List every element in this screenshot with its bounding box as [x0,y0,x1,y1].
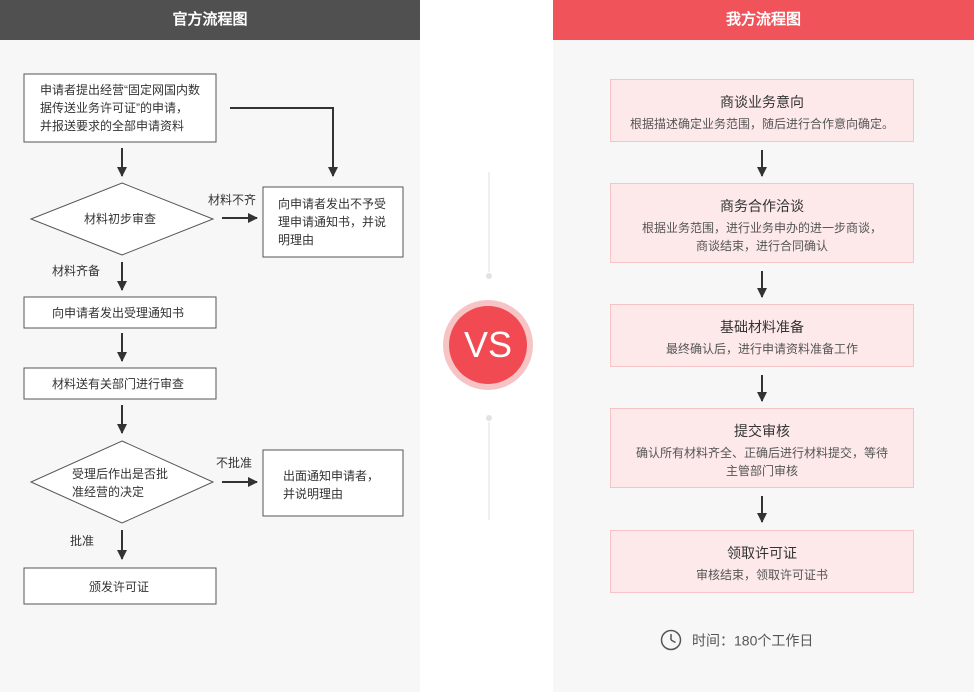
duration-text: 时间：180个工作日 [692,632,814,649]
review-text: 材料初步审查 [84,212,157,226]
step-card-1: 商谈业务意向 根据描述确定业务范围，随后进行合作意向确定。 [610,79,914,142]
reject-box [262,186,404,258]
apply-box [23,73,217,143]
decision-text: 受理后作出是否批 准经营的决定 [72,467,169,499]
step-title: 提交审核 [734,423,790,439]
vs-text: VS [449,306,527,384]
apply-text: 申请者提出经营“固定网国内数 据传送业务许可证”的申请， 并报送要求的全部申请资… [40,83,200,133]
vs-badge: VS [443,300,533,390]
step-card-2: 商务合作洽谈 根据业务范围，进行业务申办的进一步商谈， 商谈结束，进行合同确认 [610,183,914,263]
duration-info: 时间：180个工作日 [660,626,813,652]
our-flowchart-title: 我方流程图 [553,0,974,40]
notify-box [262,449,404,517]
issue-text: 颁发许可证 [89,580,150,594]
step-title: 领取许可证 [727,545,797,561]
approved-label: 批准 [70,534,95,548]
notify-text: 出面通知申请者， 并说明理由 [283,469,380,501]
step-desc: 审核结束，领取许可证书 [695,568,828,582]
accept-text: 向申请者发出受理通知书 [52,306,185,320]
official-flowchart-diagram [23,73,404,605]
official-flowchart-panel: 官方流程图 申请者提出经营“固定网国内数 [0,0,420,692]
step-title: 商务合作洽谈 [720,198,804,214]
dept-text: 材料送有关部门进行审查 [52,377,185,391]
step-desc: 确认所有材料齐全、正确后进行材料提交，等待 主管部门审核 [635,446,888,478]
decision-diamond [29,440,215,524]
step-title: 基础材料准备 [720,319,804,335]
not-approved-label: 不批准 [216,456,253,470]
step-card-3: 基础材料准备 最终确认后，进行申请资料准备工作 [610,304,914,367]
incomplete-label: 材料不齐 [208,193,257,207]
arrow-apply-reject [230,107,338,177]
clock-icon [660,630,682,651]
dept-box [23,367,217,400]
step-card-5: 领取许可证 审核结束，领取许可证书 [610,530,914,593]
step-title: 商谈业务意向 [720,94,804,110]
step-desc: 根据描述确定业务范围，随后进行合作意向确定。 [629,117,894,131]
complete-label: 材料齐备 [52,264,101,278]
official-flowchart-title: 官方流程图 [0,0,420,40]
accept-box [23,296,217,329]
issue-box [23,567,217,605]
step-desc: 根据业务范围，进行业务申办的进一步商谈， 商谈结束，进行合同确认 [641,221,882,253]
step-desc: 最终确认后，进行申请资料准备工作 [665,342,858,356]
reject-text: 向申请者发出不予受 理申请通知书，并说 明理由 [278,197,387,247]
review-diamond [29,182,215,256]
step-card-4: 提交审核 确认所有材料齐全、正确后进行材料提交，等待 主管部门审核 [610,408,914,488]
